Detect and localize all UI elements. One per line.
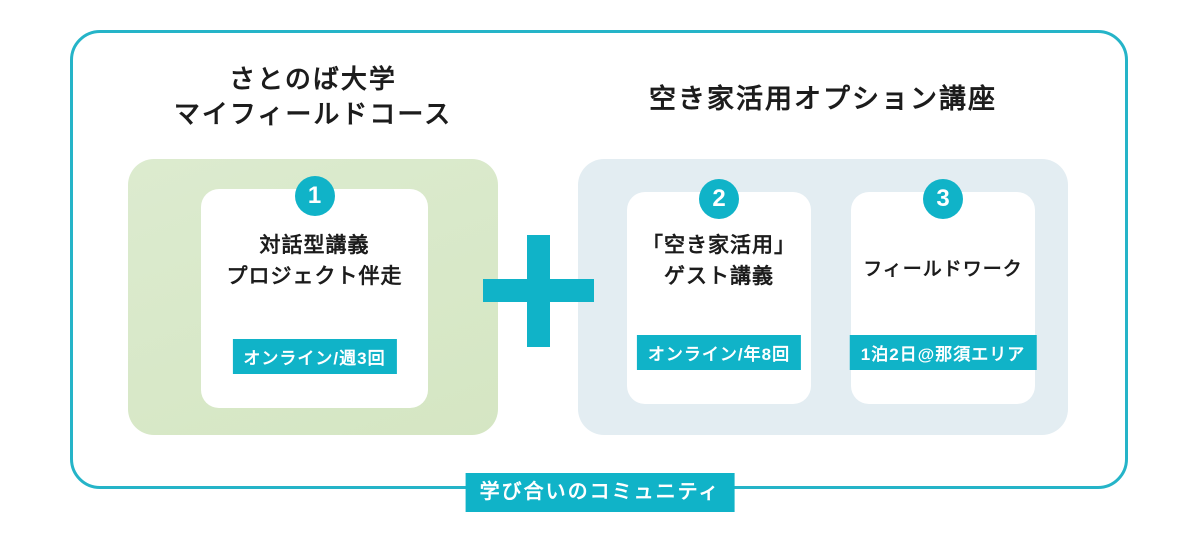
step-3-badge: 3 bbox=[923, 179, 963, 219]
left-title-line1: さとのば大学 bbox=[229, 64, 397, 94]
step-2-badge: 2 bbox=[699, 179, 739, 219]
right-section-title: 空き家活用オプション講座 bbox=[649, 84, 997, 114]
course-card-1: 1 対話型講義 プロジェクト伴走 オンライン/週3回 bbox=[201, 176, 428, 408]
course-card-1-line1: 対話型講義 bbox=[259, 234, 370, 257]
course-card-2: 2 「空き家活用」 ゲスト講義 オンライン/年8回 bbox=[627, 179, 811, 404]
course-card-3-schedule-badge: 1泊2日@那須エリア bbox=[849, 335, 1037, 370]
course-card-2-schedule-badge: オンライン/年8回 bbox=[636, 335, 802, 370]
course-card-2-line1: 「空き家活用」 bbox=[642, 234, 796, 257]
course-card-3: 3 フィールドワーク 1泊2日@那須エリア bbox=[849, 179, 1037, 404]
course-card-1-line2: プロジェクト伴走 bbox=[226, 265, 403, 288]
course-card-3-line1: フィールドワーク bbox=[863, 259, 1023, 280]
step-1-badge: 1 bbox=[294, 176, 335, 216]
course-card-2-text: 「空き家活用」 ゲスト講義 bbox=[627, 230, 811, 292]
course-card-2-line2: ゲスト講義 bbox=[664, 265, 774, 288]
left-section-title: さとのば大学 マイフィールドコース bbox=[128, 62, 498, 132]
left-title-line2: マイフィールドコース bbox=[173, 99, 453, 129]
community-footer-badge: 学び合いのコミュニティ bbox=[465, 473, 735, 512]
course-card-3-text: フィールドワーク bbox=[851, 254, 1035, 285]
course-card-1-schedule-badge: オンライン/週3回 bbox=[232, 339, 397, 374]
plus-icon-vertical-bar bbox=[527, 235, 550, 347]
plus-icon bbox=[483, 235, 594, 347]
course-card-1-text: 対話型講義 プロジェクト伴走 bbox=[201, 230, 428, 292]
